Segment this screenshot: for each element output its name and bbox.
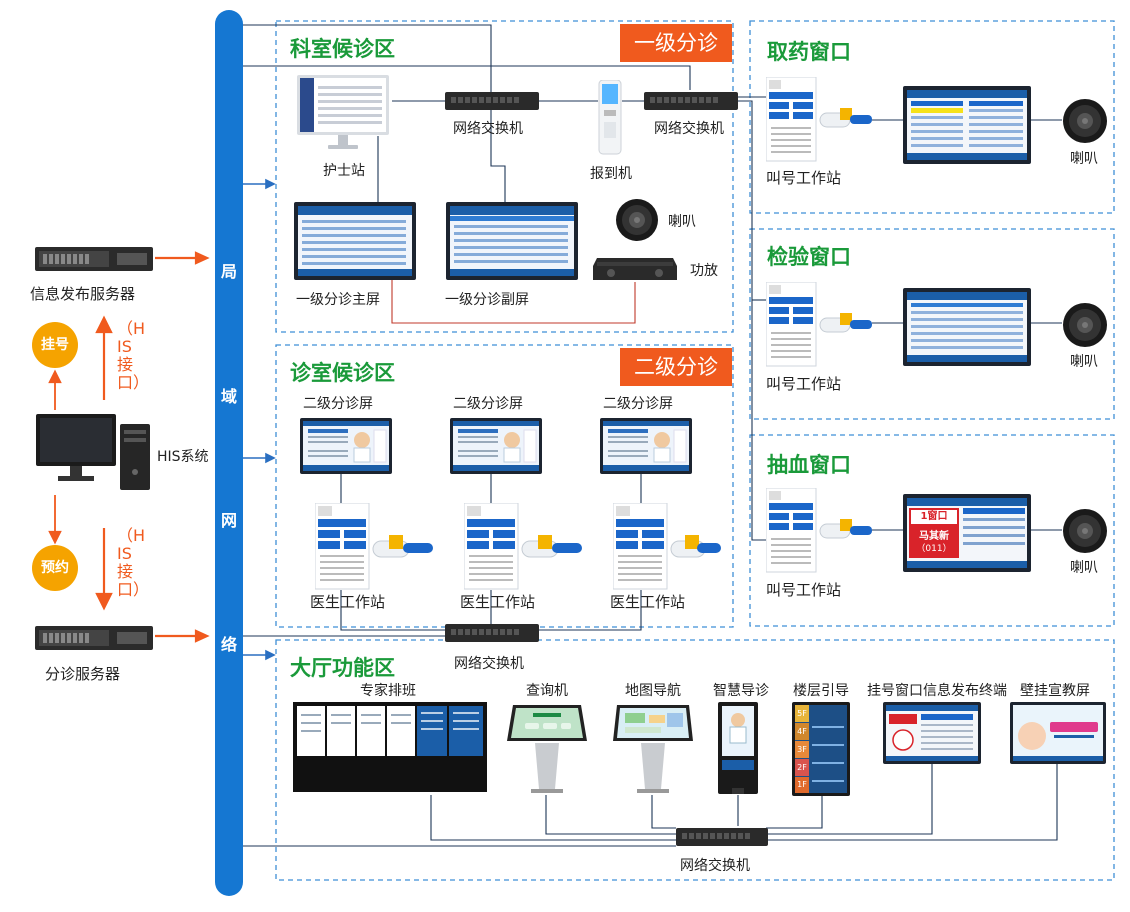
clinic-screen-1 <box>300 418 392 474</box>
pharmacy-zone-title: 取药窗口 <box>767 40 851 64</box>
blood-window-label: 1窗口 <box>911 510 957 524</box>
register-label: 挂号 <box>41 337 69 353</box>
clinic-screen-label-1: 二级分诊屏 <box>303 396 373 412</box>
lab-speaker-icon <box>1062 302 1108 348</box>
pharmacy-speaker-label: 喇叭 <box>1070 151 1098 167</box>
hall-item-label-floor: 楼层引导 <box>793 683 849 699</box>
pharmacy-speaker-icon <box>1062 98 1108 144</box>
lab-speaker-label: 喇叭 <box>1070 354 1098 370</box>
lab-window-screen <box>903 288 1031 366</box>
clinic-switch-icon <box>445 622 539 644</box>
floor-row-1f: 1F <box>795 777 809 793</box>
doctor-workstation-3 <box>613 503 723 591</box>
hall-item-label-expert: 专家排班 <box>360 683 416 699</box>
lan-bus-char-3: 网 <box>220 511 237 530</box>
hall-switch-icon <box>676 826 768 848</box>
checkin-label: 报到机 <box>590 166 632 182</box>
pharmacy-switch-icon <box>644 90 738 112</box>
map-navigation-kiosk <box>611 701 695 797</box>
triage-main-screen <box>294 202 416 280</box>
wall-education-screen <box>1010 702 1106 764</box>
lab-call-workstation <box>766 282 874 368</box>
clinic-switch-label: 网络交换机 <box>454 656 524 672</box>
triage-server-icon <box>35 624 155 652</box>
floor-row-3f: 3F <box>795 741 809 758</box>
triage-sub-screen <box>446 202 578 280</box>
doctor-workstation-label-1: 医生工作站 <box>310 593 386 611</box>
lan-bus-char-4: 络 <box>220 635 237 654</box>
info-server-icon <box>35 245 155 273</box>
checkin-kiosk-icon <box>597 80 623 156</box>
dept-zone-title: 科室候诊区 <box>290 37 395 61</box>
floor-row-2f: 2F <box>795 759 809 776</box>
lan-bus <box>215 10 243 896</box>
pharmacy-switch-label: 网络交换机 <box>654 121 724 137</box>
register-circle: 挂号 <box>32 322 78 368</box>
floor-guide-screen: 5F 4F 3F 2F 1F <box>792 702 850 796</box>
blood-call-workstation <box>766 488 874 574</box>
clinic-screen-2 <box>450 418 542 474</box>
pharmacy-window-screen <box>903 86 1031 164</box>
hall-zone-title: 大厅功能区 <box>290 656 395 680</box>
hall-item-label-guide: 智慧导诊 <box>713 683 769 699</box>
lab-workstation-label: 叫号工作站 <box>766 375 842 393</box>
dept-speaker-label: 喇叭 <box>668 214 696 230</box>
lan-bus-char-2: 域 <box>220 387 237 406</box>
hall-item-label-query: 查询机 <box>526 683 568 699</box>
clinic-screen-label-3: 二级分诊屏 <box>603 396 673 412</box>
doctor-workstation-label-3: 医生工作站 <box>610 593 686 611</box>
triage-main-screen-label: 一级分诊主屏 <box>296 292 380 308</box>
doctor-workstation-1 <box>315 503 443 591</box>
doctor-workstation-2 <box>464 503 592 591</box>
clinic-zone-title: 诊室候诊区 <box>290 361 395 385</box>
appointment-label: 预约 <box>41 560 69 576</box>
his-system-label: HIS系统 <box>157 449 209 465</box>
pharmacy-workstation-label: 叫号工作站 <box>766 169 842 187</box>
his-computer-icon <box>34 412 154 494</box>
clinic-zone-badge: 二级分诊 <box>620 348 732 386</box>
blood-window-screen: 1窗口 马其新 （011） <box>903 494 1031 572</box>
hall-item-label-wall-screen: 壁挂宣教屏 <box>1020 683 1090 699</box>
query-kiosk <box>505 701 589 797</box>
amplifier-label: 功放 <box>690 263 718 279</box>
dept-switch-icon <box>445 90 539 112</box>
his-interface-lower-label: （HIS接口） <box>117 526 150 599</box>
register-window-terminal <box>883 702 981 764</box>
floor-row-4f: 4F <box>795 723 809 740</box>
clinic-screen-3 <box>600 418 692 474</box>
dept-zone-badge: 一级分诊 <box>620 24 732 62</box>
blood-zone-title: 抽血窗口 <box>767 453 851 477</box>
doctor-workstation-label-2: 医生工作站 <box>460 593 536 611</box>
smart-guide-kiosk <box>716 700 760 798</box>
hall-item-label-map: 地图导航 <box>625 683 681 699</box>
blood-patient-name: 马其新 <box>919 531 949 542</box>
lan-bus-char-1: 局 <box>220 262 237 281</box>
clinic-screen-label-2: 二级分诊屏 <box>453 396 523 412</box>
hall-item-label-register-terminal: 挂号窗口信息发布终端 <box>867 683 1007 699</box>
blood-workstation-label: 叫号工作站 <box>766 581 842 599</box>
triage-server-label: 分诊服务器 <box>45 665 121 683</box>
his-interface-upper-label: （HIS接口） <box>117 319 150 392</box>
blood-patient-number: （011） <box>916 544 952 554</box>
hall-switch-label: 网络交换机 <box>680 858 750 874</box>
nurse-station-label: 护士站 <box>323 163 365 179</box>
amplifier-icon <box>591 256 679 282</box>
info-server-label: 信息发布服务器 <box>30 285 136 303</box>
dept-switch-label: 网络交换机 <box>453 121 523 137</box>
dept-speaker-icon <box>615 198 659 242</box>
blood-speaker-icon <box>1062 508 1108 554</box>
nurse-station-monitor-icon <box>296 74 392 154</box>
floor-row-5f: 5F <box>795 705 809 722</box>
lab-zone-title: 检验窗口 <box>767 245 851 269</box>
pharmacy-call-workstation <box>766 77 874 163</box>
expert-schedule-wall <box>293 702 487 794</box>
triage-sub-screen-label: 一级分诊副屏 <box>445 292 529 308</box>
appointment-circle: 预约 <box>32 545 78 591</box>
blood-speaker-label: 喇叭 <box>1070 560 1098 576</box>
